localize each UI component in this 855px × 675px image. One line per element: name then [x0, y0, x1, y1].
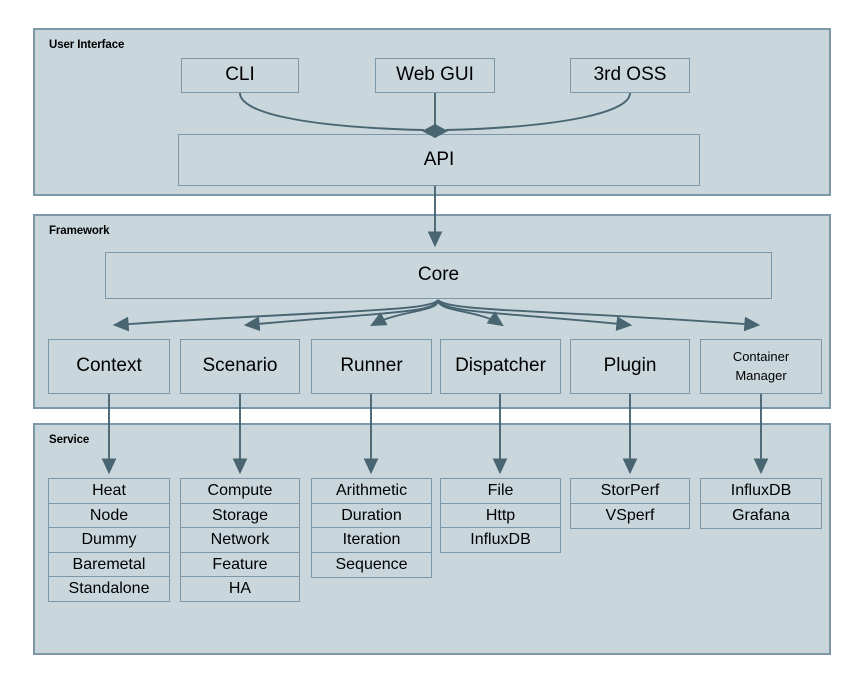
node-core[interactable]: Core: [105, 252, 772, 299]
service-item[interactable]: File: [440, 478, 561, 504]
service-item[interactable]: Arithmetic: [311, 478, 432, 504]
service-item[interactable]: Compute: [180, 478, 300, 504]
service-item[interactable]: InfluxDB: [700, 478, 822, 504]
service-item[interactable]: Standalone: [48, 576, 170, 602]
service-column-plugin: StorPerf VSperf: [570, 478, 690, 529]
node-container-manager[interactable]: Container Manager: [700, 339, 822, 394]
panel-title-framework: Framework: [49, 225, 110, 237]
service-item[interactable]: Duration: [311, 502, 432, 529]
node-web-gui[interactable]: Web GUI: [375, 58, 495, 93]
service-item[interactable]: InfluxDB: [440, 527, 561, 553]
service-item[interactable]: Sequence: [311, 551, 432, 578]
service-item[interactable]: Http: [440, 502, 561, 529]
service-column-runner: Arithmetic Duration Iteration Sequence: [311, 478, 432, 578]
service-column-dispatcher: File Http InfluxDB: [440, 478, 561, 553]
service-column-context: Heat Node Dummy Baremetal Standalone: [48, 478, 170, 602]
service-item[interactable]: VSperf: [570, 502, 690, 529]
node-dispatcher-label: Dispatcher: [455, 355, 546, 377]
node-api-label: API: [423, 148, 455, 170]
service-item[interactable]: Feature: [180, 551, 300, 578]
node-api[interactable]: API: [178, 134, 700, 186]
service-item[interactable]: Grafana: [700, 502, 822, 529]
node-scenario-label: Scenario: [202, 355, 278, 377]
service-item[interactable]: Baremetal: [48, 551, 170, 578]
node-cli-label: CLI: [225, 64, 255, 86]
node-container-manager-label-line1: Container: [732, 348, 790, 364]
panel-title-user-interface: User Interface: [49, 39, 125, 51]
service-item[interactable]: HA: [180, 576, 300, 602]
node-plugin[interactable]: Plugin: [570, 339, 690, 394]
service-item[interactable]: Storage: [180, 502, 300, 529]
panel-title-service: Service: [49, 434, 90, 446]
node-cli[interactable]: CLI: [181, 58, 299, 93]
node-dispatcher[interactable]: Dispatcher: [440, 339, 561, 394]
node-third-oss[interactable]: 3rd OSS: [570, 58, 690, 93]
node-web-gui-label: Web GUI: [396, 64, 474, 86]
service-column-scenario: Compute Storage Network Feature HA: [180, 478, 300, 602]
node-runner-label: Runner: [340, 355, 403, 377]
node-container-manager-label-line2: Manager: [735, 367, 787, 383]
service-item[interactable]: Network: [180, 527, 300, 553]
node-core-label: Core: [417, 264, 460, 286]
service-column-container: InfluxDB Grafana: [700, 478, 822, 529]
node-third-oss-label: 3rd OSS: [593, 64, 667, 86]
service-item[interactable]: StorPerf: [570, 478, 690, 504]
node-runner[interactable]: Runner: [311, 339, 432, 394]
node-context[interactable]: Context: [48, 339, 170, 394]
service-item[interactable]: Heat: [48, 478, 170, 504]
service-item[interactable]: Dummy: [48, 527, 170, 553]
service-item[interactable]: Iteration: [311, 527, 432, 553]
node-context-label: Context: [76, 355, 142, 377]
node-plugin-label: Plugin: [603, 355, 657, 377]
service-item[interactable]: Node: [48, 502, 170, 529]
node-scenario[interactable]: Scenario: [180, 339, 300, 394]
